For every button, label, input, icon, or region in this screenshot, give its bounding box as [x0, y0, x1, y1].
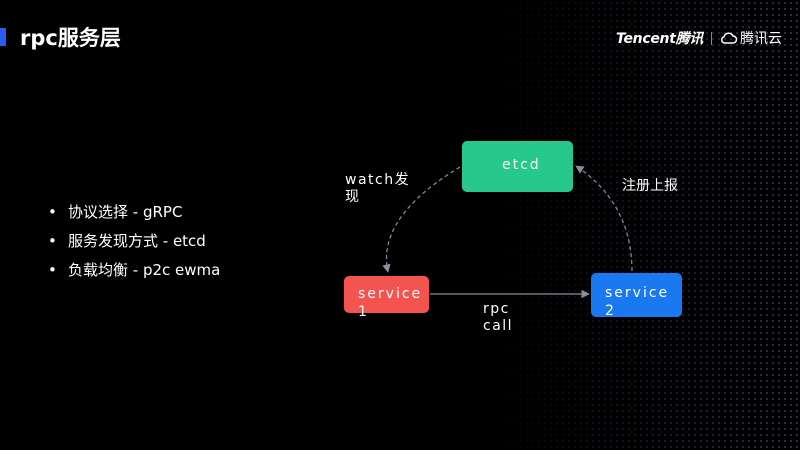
- tencent-logo: Tencent腾讯 腾讯云: [616, 28, 782, 48]
- rpc-call-text: rpc call: [483, 301, 514, 334]
- node-service2: service2: [591, 273, 682, 319]
- bullet-dot: •: [48, 232, 57, 250]
- bullet-text: 负载均衡 - p2c ewma: [68, 261, 221, 279]
- edge-watch-discovery: [382, 166, 461, 273]
- bullet-item-load-balancing: • 负载均衡 - p2c ewma: [48, 256, 220, 285]
- edge-label-rpc-call: rpc call: [483, 301, 515, 335]
- tencent-cloud-text: 腾讯云: [740, 31, 782, 47]
- tencent-cloud-logo: 腾讯云: [720, 28, 782, 48]
- bullet-dot: •: [48, 203, 57, 221]
- edge-label-register: 注册上报: [622, 178, 678, 194]
- node-service1: service1: [344, 276, 429, 320]
- tencent-brand-text: Tencent腾讯: [616, 31, 703, 47]
- dot-pattern-background: [440, 0, 800, 450]
- title-accent-bar: [0, 28, 6, 46]
- bullet-item-discovery: • 服务发现方式 - etcd: [48, 227, 220, 256]
- bullet-text: 协议选择 - gRPC: [68, 203, 183, 221]
- slide-title: rpc服务层: [20, 26, 121, 50]
- bullet-item-protocol: • 协议选择 - gRPC: [48, 198, 220, 227]
- edge-label-watch: watch发现: [345, 172, 411, 205]
- logo-divider: [711, 31, 712, 45]
- bullet-list: • 协议选择 - gRPC • 服务发现方式 - etcd • 负载均衡 - p2c …: [48, 198, 220, 285]
- node-etcd: etcd: [462, 141, 573, 192]
- cloud-icon: [721, 32, 737, 44]
- bullet-dot: •: [48, 261, 57, 279]
- bullet-text: 服务发现方式 - etcd: [68, 232, 206, 250]
- edge-register-report: [575, 165, 633, 272]
